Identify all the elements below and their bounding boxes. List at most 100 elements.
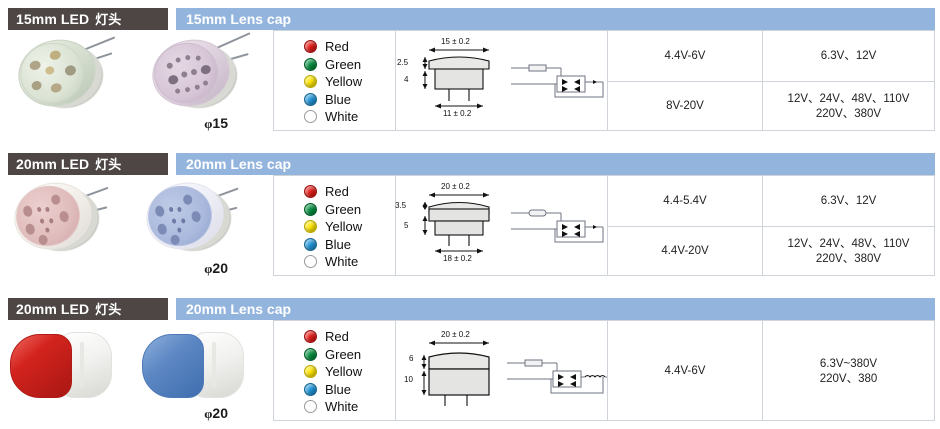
legend-item: Yellow: [304, 218, 362, 236]
voltage-ac-cell: 6.3V~380V 220V、380: [819, 357, 878, 385]
legend-item: Green: [304, 346, 362, 364]
spec-section-20mm-b: 20mm LED 灯头 20mm Lens cap φ20: [0, 290, 940, 429]
column-divider: [762, 31, 763, 130]
diameter-label-20mm-a: φ20: [204, 260, 228, 277]
led-base-image-purple: [145, 31, 251, 115]
color-swatch-blue: [304, 237, 317, 251]
column-divider: [762, 176, 763, 275]
voltage-dc-cell-r1: 4.4-5.4V: [663, 194, 707, 207]
color-legend-20mm-b: Red Green Yellow Blue White: [304, 328, 362, 416]
legend-item: Yellow: [304, 363, 362, 381]
dim-bottom-width: 18 ± 0.2: [443, 254, 472, 263]
dim-h1: 6: [409, 354, 414, 363]
led-base-image-blue: [139, 174, 239, 258]
led-pin: [8, 323, 27, 329]
legend-label-red: Red: [325, 329, 349, 345]
dim-h2: 4: [404, 75, 409, 84]
phi-value: 15: [212, 115, 228, 131]
legend-item: Green: [304, 201, 362, 219]
color-swatch-green: [304, 202, 317, 216]
color-swatch-red: [304, 330, 317, 344]
legend-label-blue: Blue: [325, 91, 352, 107]
phi-symbol: φ: [204, 261, 213, 276]
dim-h1: 3.5: [395, 201, 407, 210]
voltage-ac-cell-r2: 12V、24V、48V、110V 220V、380V: [787, 237, 910, 265]
column-divider: [395, 321, 396, 420]
legend-item: White: [304, 398, 362, 416]
led-base-image-pink: [7, 174, 109, 258]
dim-h2: 5: [404, 221, 409, 230]
legend-label-white: White: [325, 254, 359, 270]
column-divider: [607, 321, 608, 420]
color-swatch-yellow: [304, 75, 317, 89]
legend-label-green: Green: [325, 56, 362, 72]
dimension-diagram-20mm-b: 20 ± 0.2 6 10: [397, 321, 609, 421]
legend-label-blue: Blue: [325, 381, 352, 397]
voltage-ac-cell-r1: 6.3V、12V: [820, 194, 877, 207]
phi-value: 20: [212, 260, 228, 276]
legend-item: Blue: [304, 381, 362, 399]
voltage-ac-cell-r2: 12V、24V、48V、110V 220V、380V: [787, 92, 910, 120]
column-divider: [762, 321, 763, 420]
legend-item: Green: [304, 56, 362, 74]
color-swatch-green: [304, 57, 317, 71]
legend-label-yellow: Yellow: [325, 364, 363, 380]
led-base-image-green: [11, 31, 116, 115]
header-size-label: 20mm LED: [16, 301, 94, 317]
voltage-dc-cell-r2: 8V-20V: [666, 100, 704, 112]
color-swatch-red: [304, 185, 317, 199]
color-swatch-green: [304, 347, 317, 361]
color-swatch-blue: [304, 92, 317, 106]
phi-symbol: φ: [204, 116, 213, 131]
diagram-svg: [422, 47, 604, 109]
legend-item: Blue: [304, 236, 362, 254]
legend-label-red: Red: [325, 184, 349, 200]
led-pin: [9, 322, 29, 331]
legend-item: Blue: [304, 91, 362, 109]
led-lamp-image-red: [8, 326, 113, 406]
color-swatch-white: [304, 255, 317, 269]
led-pin: [140, 323, 159, 329]
phi-symbol: φ: [204, 406, 213, 421]
product-images-15mm: φ15: [0, 30, 270, 140]
voltage-dc-cell: 4.4V-6V: [664, 365, 706, 377]
legend-label-yellow: Yellow: [325, 219, 363, 235]
section-header-blue-20mm-b: 20mm Lens cap: [176, 298, 935, 320]
section-header-dark-15mm: 15mm LED 灯头: [8, 8, 168, 30]
legend-label-green: Green: [325, 346, 362, 362]
header-size-label: 20mm LED: [16, 156, 94, 172]
legend-label-yellow: Yellow: [325, 74, 363, 90]
spec-table-20mm-a: Red Green Yellow Blue White: [273, 175, 935, 276]
color-swatch-yellow: [304, 365, 317, 379]
color-legend-15mm: Red Green Yellow Blue White: [304, 38, 362, 126]
diameter-label-20mm-b: φ20: [204, 405, 228, 422]
voltage-dc-cell-r2: 4.4V-20V: [661, 245, 709, 257]
color-swatch-blue: [304, 382, 317, 396]
led-lamp-image-blue: [140, 326, 245, 406]
diagram-svg: [422, 192, 604, 254]
row-divider: [607, 226, 934, 227]
dim-h1: 2.5: [397, 58, 409, 67]
voltage-dc-cell-r1: 4.4V-6V: [664, 49, 706, 62]
dim-h2: 10: [404, 375, 413, 384]
header-size-label: 15mm LED: [16, 11, 94, 27]
header-cn-label: 灯头: [95, 12, 122, 27]
diagram-svg: [421, 340, 609, 406]
header-cn-label: 灯头: [95, 302, 122, 317]
column-divider: [607, 176, 608, 275]
legend-label-blue: Blue: [325, 236, 352, 252]
dim-top-width: 15 ± 0.2: [441, 37, 470, 46]
legend-item: Yellow: [304, 73, 362, 91]
product-images-20mm-b: φ20: [0, 320, 270, 429]
legend-item: White: [304, 108, 362, 126]
color-swatch-white: [304, 110, 317, 124]
dim-bottom-width: 11 ± 0.2: [443, 109, 472, 118]
dimension-diagram-20mm-a: 20 ± 0.2 3.5 5 18 ± 0.2: [395, 176, 607, 276]
dimension-diagram-15mm: 15 ± 0.2 2.5 4 11 ± 0.2: [397, 31, 607, 131]
section-header-dark-20mm-b: 20mm LED 灯头: [8, 298, 168, 320]
diameter-label-15mm: φ15: [204, 115, 228, 132]
column-divider: [395, 176, 396, 275]
voltage-ac-cell-r1: 6.3V、12V: [820, 49, 877, 62]
legend-label-green: Green: [325, 201, 362, 217]
